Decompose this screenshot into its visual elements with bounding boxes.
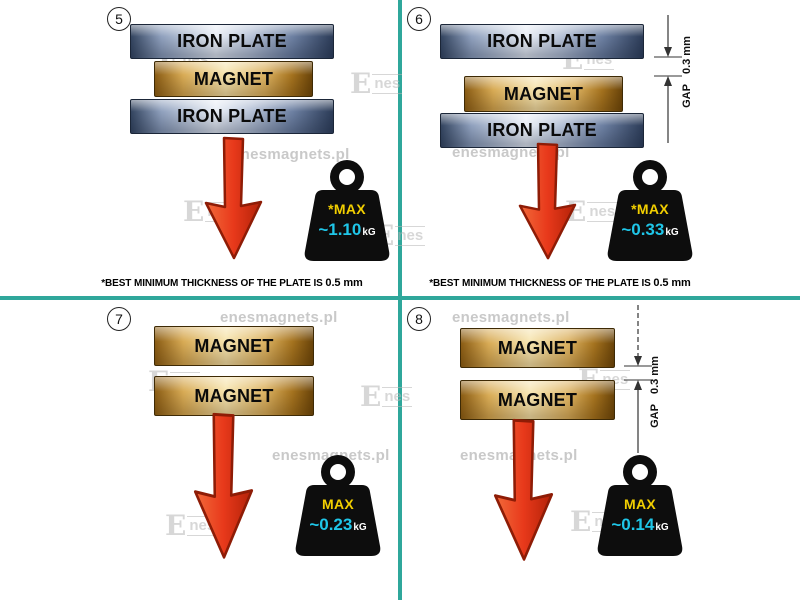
gap-label: GAP 0.3 mm xyxy=(649,342,663,442)
gap-word: GAP xyxy=(681,84,693,108)
weight-value-line: ~0.23kG xyxy=(288,515,388,535)
kettlebell-body xyxy=(607,190,693,261)
kettlebell-icon xyxy=(607,160,693,261)
magnet-bar: MAGNET xyxy=(460,328,615,368)
weight-unit: kG xyxy=(665,227,679,238)
weight-value: ~0.23 xyxy=(309,515,353,534)
kettlebell-body xyxy=(304,190,390,261)
enes-logo-nes: nes xyxy=(372,73,403,95)
weight-value: ~1.10 xyxy=(318,220,362,239)
footnote-value: 0.5 mm xyxy=(653,277,691,289)
iron-plate-bar: IRON PLATE xyxy=(130,24,334,59)
watermark-url: enesmagnets.pl xyxy=(232,146,350,163)
watermark-url: enesmagnets.pl xyxy=(272,447,390,464)
watermark-url: enesmagnets.pl xyxy=(220,309,338,326)
watermark-url: enesmagnets.pl xyxy=(452,309,570,326)
gap-label: GAP 0.3 mm xyxy=(681,22,695,122)
weight-unit: kG xyxy=(362,227,376,238)
force-arrow-icon xyxy=(493,418,554,561)
magnet-bar: MAGNET xyxy=(464,76,623,112)
enes-logo-e: E xyxy=(165,509,187,542)
enes-logo-nes: nes xyxy=(587,201,618,223)
horizontal-divider xyxy=(0,296,800,300)
kettlebell-handle-hole xyxy=(339,169,355,185)
weight-value-line: ~0.14kG xyxy=(590,515,690,535)
kettlebell-body xyxy=(295,485,381,556)
footnote: *BEST MINIMUM THICKNESS OF THE PLATE IS … xyxy=(410,277,710,289)
footnote-text: *BEST MINIMUM THICKNESS OF THE PLATE IS xyxy=(429,278,651,289)
panel-number-badge: 5 xyxy=(107,7,131,31)
footnote: *BEST MINIMUM THICKNESS OF THE PLATE IS … xyxy=(32,277,432,289)
vertical-divider xyxy=(398,0,402,600)
force-arrow-icon xyxy=(193,412,254,559)
weight-icon: *MAX ~1.10kG xyxy=(297,157,397,265)
enes-logo-nes: nes xyxy=(395,225,426,247)
kettlebell-handle-hole xyxy=(642,169,658,185)
panel-number-badge: 6 xyxy=(407,7,431,31)
kettlebell-icon xyxy=(295,455,381,556)
gap-dimension-icon xyxy=(654,15,682,143)
enes-logo-nes: nes xyxy=(382,386,413,408)
magnet-bar: MAGNET xyxy=(154,326,314,366)
kettlebell-handle-hole xyxy=(330,464,346,480)
kettlebell-icon xyxy=(597,455,683,556)
weight-unit: kG xyxy=(353,522,367,533)
gap-value: 0.3 mm xyxy=(649,356,661,395)
weight-value-line: ~1.10kG xyxy=(297,220,397,240)
panel-number-badge: 8 xyxy=(407,307,431,331)
kettlebell-icon xyxy=(304,160,390,261)
max-label: *MAX xyxy=(328,201,366,217)
max-label: MAX xyxy=(321,496,354,512)
footnote-value: 0.5 mm xyxy=(325,277,363,289)
magnet-bar: MAGNET xyxy=(154,61,313,97)
enes-logo-e: E xyxy=(183,195,205,228)
max-label: *MAX xyxy=(631,201,669,217)
weight-icon: *MAX ~0.33kG xyxy=(600,157,700,265)
force-arrow-icon xyxy=(518,142,577,260)
weight-unit: kG xyxy=(655,522,669,533)
magnet-bar: MAGNET xyxy=(460,380,615,420)
magnet-bar: MAGNET xyxy=(154,376,314,416)
enes-logo-e: E xyxy=(350,67,372,100)
weight-icon: MAX ~0.14kG xyxy=(590,452,690,560)
enes-logo-e: E xyxy=(360,380,382,413)
max-label: MAX xyxy=(623,496,656,512)
iron-plate-bar: IRON PLATE xyxy=(440,113,644,148)
footnote-text: *BEST MINIMUM THICKNESS OF THE PLATE IS xyxy=(101,278,323,289)
panel-number-badge: 7 xyxy=(107,307,131,331)
gap-value: 0.3 mm xyxy=(681,36,693,75)
iron-plate-bar: IRON PLATE xyxy=(130,99,334,134)
gap-dimension-icon xyxy=(624,305,652,453)
gap-word: GAP xyxy=(649,404,661,428)
weight-value: ~0.33 xyxy=(621,220,665,239)
kettlebell-handle-hole xyxy=(632,464,648,480)
kettlebell-body xyxy=(597,485,683,556)
enes-logo-e: E xyxy=(565,195,587,228)
weight-value-line: ~0.33kG xyxy=(600,220,700,240)
force-arrow-icon xyxy=(204,136,263,260)
iron-plate-bar: IRON PLATE xyxy=(440,24,644,59)
weight-value: ~0.14 xyxy=(611,515,655,534)
enes-logo-e: E xyxy=(570,505,592,538)
weight-icon: MAX ~0.23kG xyxy=(288,452,388,560)
